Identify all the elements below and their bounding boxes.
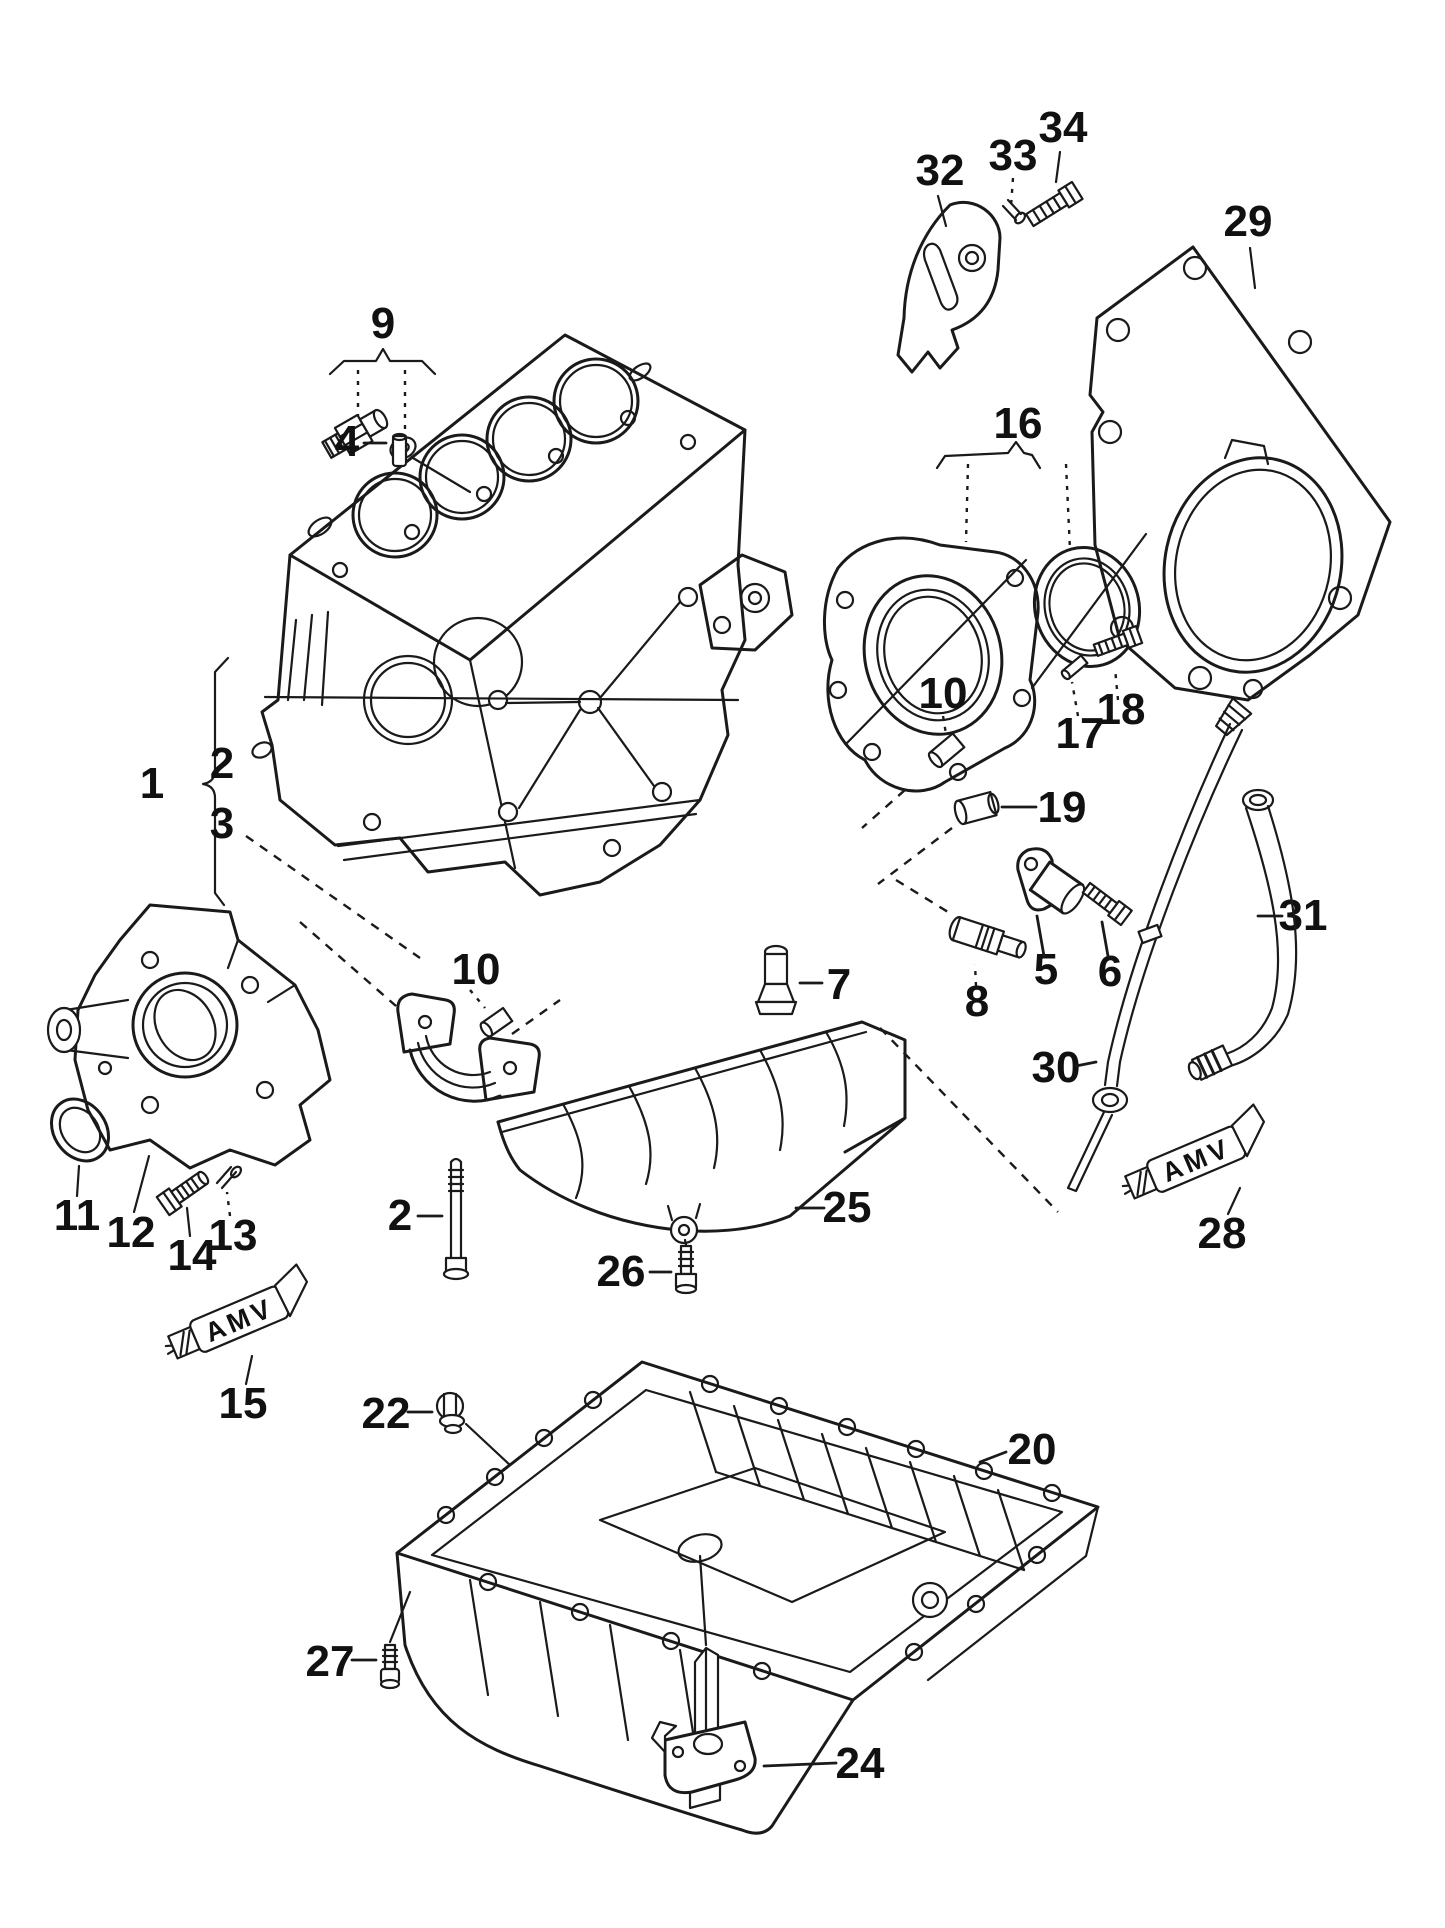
sensor-5-art: 5 (1016, 847, 1086, 994)
callout-19: 19 (1038, 783, 1087, 832)
callout-4: 4 (335, 417, 360, 466)
callout-9: 9 (371, 299, 395, 348)
callout-11: 11 (54, 1191, 101, 1240)
callout-12-group: 12 (107, 1154, 156, 1257)
guide-tube-31-art: 31 (1187, 788, 1328, 1081)
callout-22: 22 (362, 1389, 411, 1438)
callout-10-upper: 10 (919, 669, 968, 718)
oil-jet-7-art: 7 (754, 944, 851, 1016)
callout-13: 13 (209, 1211, 258, 1260)
seal-11-art: 11 (50, 1097, 110, 1240)
callout-28: 28 (1198, 1209, 1247, 1258)
callout-33: 33 (989, 131, 1038, 180)
dowel-sleeve-art: 4 (335, 417, 408, 468)
callout-2-stud: 2 (388, 1191, 412, 1240)
clip-13-art: 13 (209, 1165, 258, 1260)
callout-32: 32 (916, 146, 965, 195)
switch-8-art: 8 (895, 878, 1027, 1026)
callout-20: 20 (1008, 1425, 1057, 1474)
bearing-cap-art (396, 992, 541, 1103)
callout-5: 5 (1034, 945, 1058, 994)
callout-7: 7 (827, 960, 851, 1009)
callout-3: 3 (210, 799, 234, 848)
callout-group-1-2-3: 1 2 3 (140, 656, 740, 1007)
callout-18: 18 (1097, 685, 1146, 734)
screw-26-art: 26 (597, 1238, 698, 1296)
bolt-14-art: 14 (155, 1170, 217, 1280)
sealant-tube-15-art: AMV 15 (164, 1263, 309, 1428)
callout-29: 29 (1224, 197, 1273, 246)
screw-27-art: 27 (306, 1590, 412, 1690)
windage-tray-art: 25 (496, 1020, 907, 1245)
stud-2-art: 2 (388, 1157, 470, 1281)
callout-27: 27 (306, 1637, 355, 1686)
seal-flange-16-art: 16 17 18 (823, 399, 1148, 793)
callout-26: 26 (597, 1247, 646, 1296)
dowel-10-upper-art: 10 (861, 669, 968, 829)
plug-22-art: 22 (362, 1389, 512, 1467)
callout-12: 12 (107, 1208, 156, 1257)
callout-24: 24 (836, 1739, 885, 1788)
dowel-10-lower-art: 10 (452, 945, 561, 1038)
callout-1: 1 (140, 759, 164, 808)
oil-pan-art: 20 (395, 1360, 1100, 1835)
callout-17: 17 (1056, 709, 1105, 758)
callout-10-lower: 10 (452, 945, 501, 994)
callout-14: 14 (168, 1231, 217, 1280)
callout-25: 25 (823, 1183, 872, 1232)
callout-30: 30 (1032, 1043, 1081, 1092)
front-cover-art (46, 903, 332, 1170)
sealant-tube-28-art: AMV 28 (1121, 1103, 1266, 1258)
bushing-19-art: 19 (877, 783, 1087, 885)
callout-31: 31 (1279, 891, 1328, 940)
callout-34: 34 (1039, 103, 1088, 152)
dipstick-30-art: 30 (879, 678, 1264, 1213)
rear-plate-29-art: 29 (1088, 197, 1392, 702)
bolt-6-art: 6 (1081, 881, 1133, 996)
callout-15: 15 (219, 1379, 268, 1428)
callout-6: 6 (1098, 947, 1122, 996)
oil-level-sensor-24-art: 24 (650, 1554, 885, 1810)
bracket-32-art: 32 33 34 (896, 103, 1088, 374)
callout-2-block: 2 (210, 739, 234, 788)
cylinder-block-art (251, 333, 794, 897)
callout-16: 16 (994, 399, 1043, 448)
